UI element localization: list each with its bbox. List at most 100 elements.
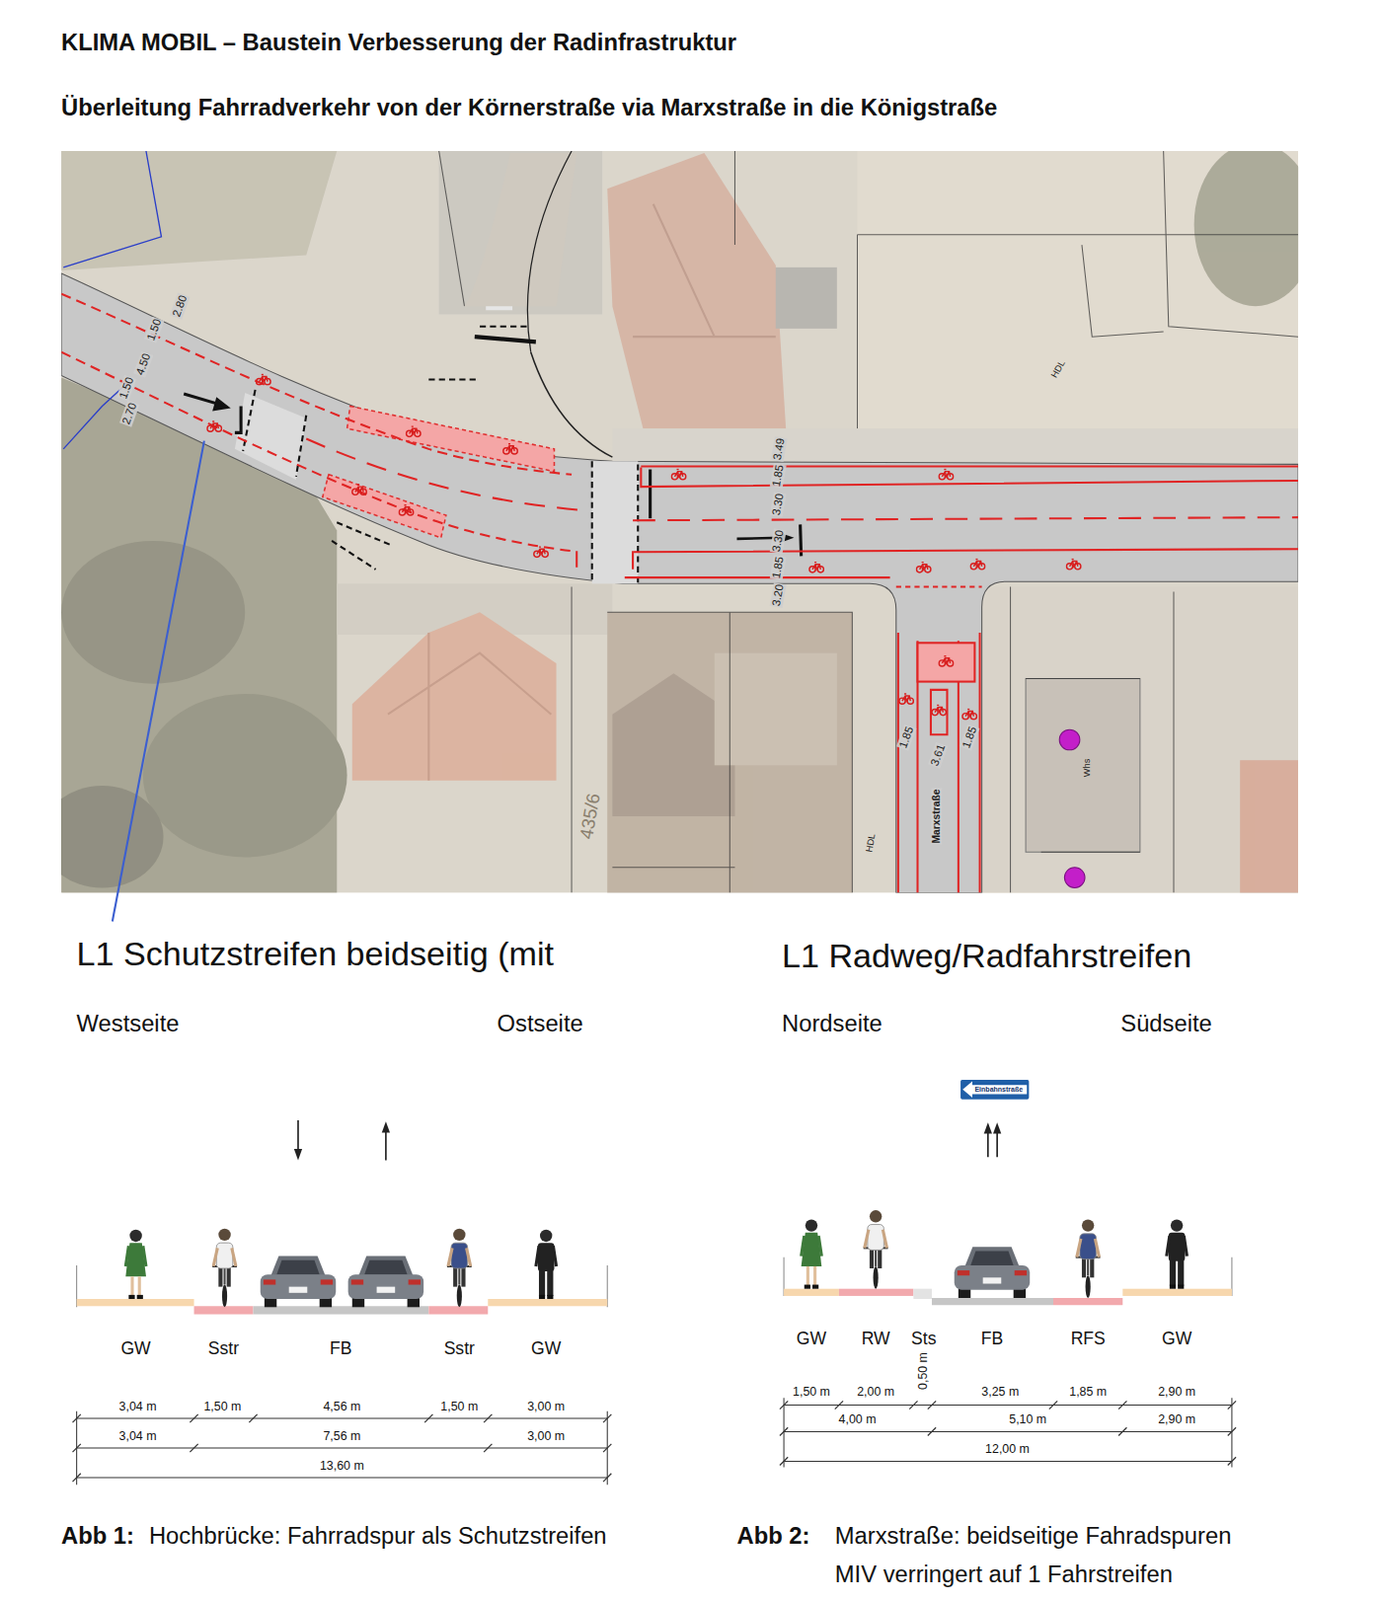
dimension-value: 7,56 m bbox=[322, 1430, 361, 1445]
bike-symbol bbox=[809, 562, 824, 573]
pedestrian-figure bbox=[536, 1245, 557, 1267]
direction-arrow bbox=[996, 1131, 999, 1157]
bike-symbol bbox=[398, 505, 413, 516]
direction-arrow bbox=[987, 1131, 990, 1157]
dimension-value: 2,00 m bbox=[856, 1386, 895, 1401]
car-figure bbox=[954, 1265, 1031, 1291]
car-figure bbox=[351, 1279, 364, 1285]
site-plan bbox=[183, 393, 219, 404]
bike-symbol bbox=[406, 426, 421, 437]
car-figure bbox=[320, 1279, 333, 1285]
leader-line bbox=[112, 441, 205, 922]
section-heading: L1 Radweg/Radfahrstreifen bbox=[781, 937, 1192, 976]
car-figure bbox=[377, 1287, 396, 1294]
bike-symbol bbox=[931, 704, 946, 715]
bike-symbol bbox=[503, 444, 518, 455]
dimension-line bbox=[1230, 1397, 1232, 1467]
dimension-value: 1,85 m bbox=[1069, 1386, 1107, 1401]
bike-symbol bbox=[938, 656, 953, 667]
site-plan bbox=[857, 233, 1300, 235]
pedestrian-figure bbox=[125, 1242, 147, 1277]
carriageway-band bbox=[252, 1305, 429, 1314]
direction-arrow bbox=[384, 1130, 387, 1160]
figure-caption: MIV verringert auf 1 Fahrstreifen bbox=[835, 1561, 1173, 1588]
site-plan bbox=[636, 463, 639, 584]
dimension-line bbox=[783, 1460, 1232, 1462]
figure-number: Abb 1: bbox=[61, 1523, 135, 1549]
sign-plate bbox=[959, 1078, 1029, 1100]
cyclist-figure bbox=[216, 1242, 233, 1269]
bike-symbol bbox=[1066, 559, 1080, 570]
pedestrian-figure bbox=[805, 1219, 818, 1231]
dimension-tick bbox=[927, 1400, 936, 1409]
figure-caption: Marxstraße: beidseitige Fahradspuren bbox=[835, 1523, 1232, 1549]
site-plan bbox=[1081, 244, 1164, 337]
cyclist-figure bbox=[218, 1266, 223, 1288]
pedestrian-figure bbox=[125, 1229, 147, 1300]
car-figure bbox=[408, 1279, 421, 1285]
bike-lane-band bbox=[428, 1305, 488, 1314]
dimension-value: 4,56 m bbox=[322, 1400, 361, 1415]
site-plan bbox=[632, 548, 1299, 570]
site-plan bbox=[234, 392, 307, 480]
site-plan bbox=[648, 469, 652, 520]
site-plan bbox=[527, 151, 572, 353]
cyclist-figure bbox=[869, 1210, 882, 1223]
site-plan bbox=[61, 273, 1299, 894]
car-figure bbox=[263, 1279, 276, 1285]
site-plan bbox=[640, 464, 1299, 467]
pedestrian-figure bbox=[1177, 1260, 1184, 1287]
lane-code: GW bbox=[796, 1329, 827, 1349]
cyclist-figure bbox=[227, 1266, 231, 1288]
pedestrian-figure bbox=[801, 1232, 823, 1267]
direction-arrow bbox=[993, 1122, 1001, 1157]
bike-symbol bbox=[207, 374, 1081, 719]
pedestrian-figure bbox=[546, 1295, 553, 1300]
site-plan bbox=[624, 576, 891, 579]
site-plan bbox=[1172, 592, 1174, 894]
lane-code: FB bbox=[329, 1339, 352, 1359]
dimension-tick bbox=[1118, 1427, 1127, 1436]
direction-arrow bbox=[382, 1121, 390, 1133]
site-plan bbox=[463, 153, 577, 307]
cyclist-figure bbox=[1081, 1257, 1086, 1279]
dimension-line bbox=[607, 1411, 609, 1485]
cyclist-figure bbox=[218, 1228, 231, 1241]
pedestrian-figure bbox=[813, 1266, 817, 1287]
bike-symbol bbox=[352, 484, 367, 495]
sidewalk-band bbox=[1122, 1289, 1232, 1297]
cyclist-figure bbox=[867, 1225, 885, 1251]
dimension-value: 0,50 m bbox=[917, 1352, 931, 1390]
dimension-value: 1,50 m bbox=[440, 1400, 478, 1415]
lane-code: GW bbox=[120, 1339, 151, 1359]
pedestrian-figure bbox=[1170, 1219, 1183, 1231]
car-figure bbox=[276, 1260, 319, 1275]
site-plan bbox=[571, 586, 573, 893]
cyclist-figure bbox=[873, 1266, 879, 1290]
car-figure bbox=[260, 1256, 337, 1308]
side-label: Nordseite bbox=[781, 1010, 883, 1037]
lane-code: FB bbox=[981, 1329, 1003, 1349]
site-plan bbox=[306, 439, 582, 511]
pedestrian-figure bbox=[806, 1266, 810, 1287]
site-plan bbox=[439, 151, 465, 307]
lane-code: Sstr bbox=[444, 1339, 475, 1359]
site-plan bbox=[897, 632, 900, 894]
site-plan bbox=[896, 585, 983, 588]
site-plan bbox=[1025, 678, 1141, 852]
site-plan bbox=[640, 466, 1299, 487]
bike-symbol bbox=[671, 469, 686, 480]
side-label: Westseite bbox=[76, 1010, 180, 1037]
car-figure bbox=[983, 1277, 1002, 1284]
cyclist-figure bbox=[1075, 1219, 1101, 1299]
direction-arrow bbox=[993, 1122, 1001, 1134]
site-plan bbox=[531, 352, 614, 458]
dimension-line bbox=[76, 1447, 609, 1449]
oneway-sign: Einbahnstraße bbox=[959, 1078, 1030, 1101]
site-plan bbox=[428, 379, 480, 382]
site-plan bbox=[183, 336, 801, 556]
cyclist-figure bbox=[457, 1285, 462, 1308]
map-note: Whs bbox=[1081, 758, 1092, 777]
sidewalk-band bbox=[487, 1299, 608, 1306]
